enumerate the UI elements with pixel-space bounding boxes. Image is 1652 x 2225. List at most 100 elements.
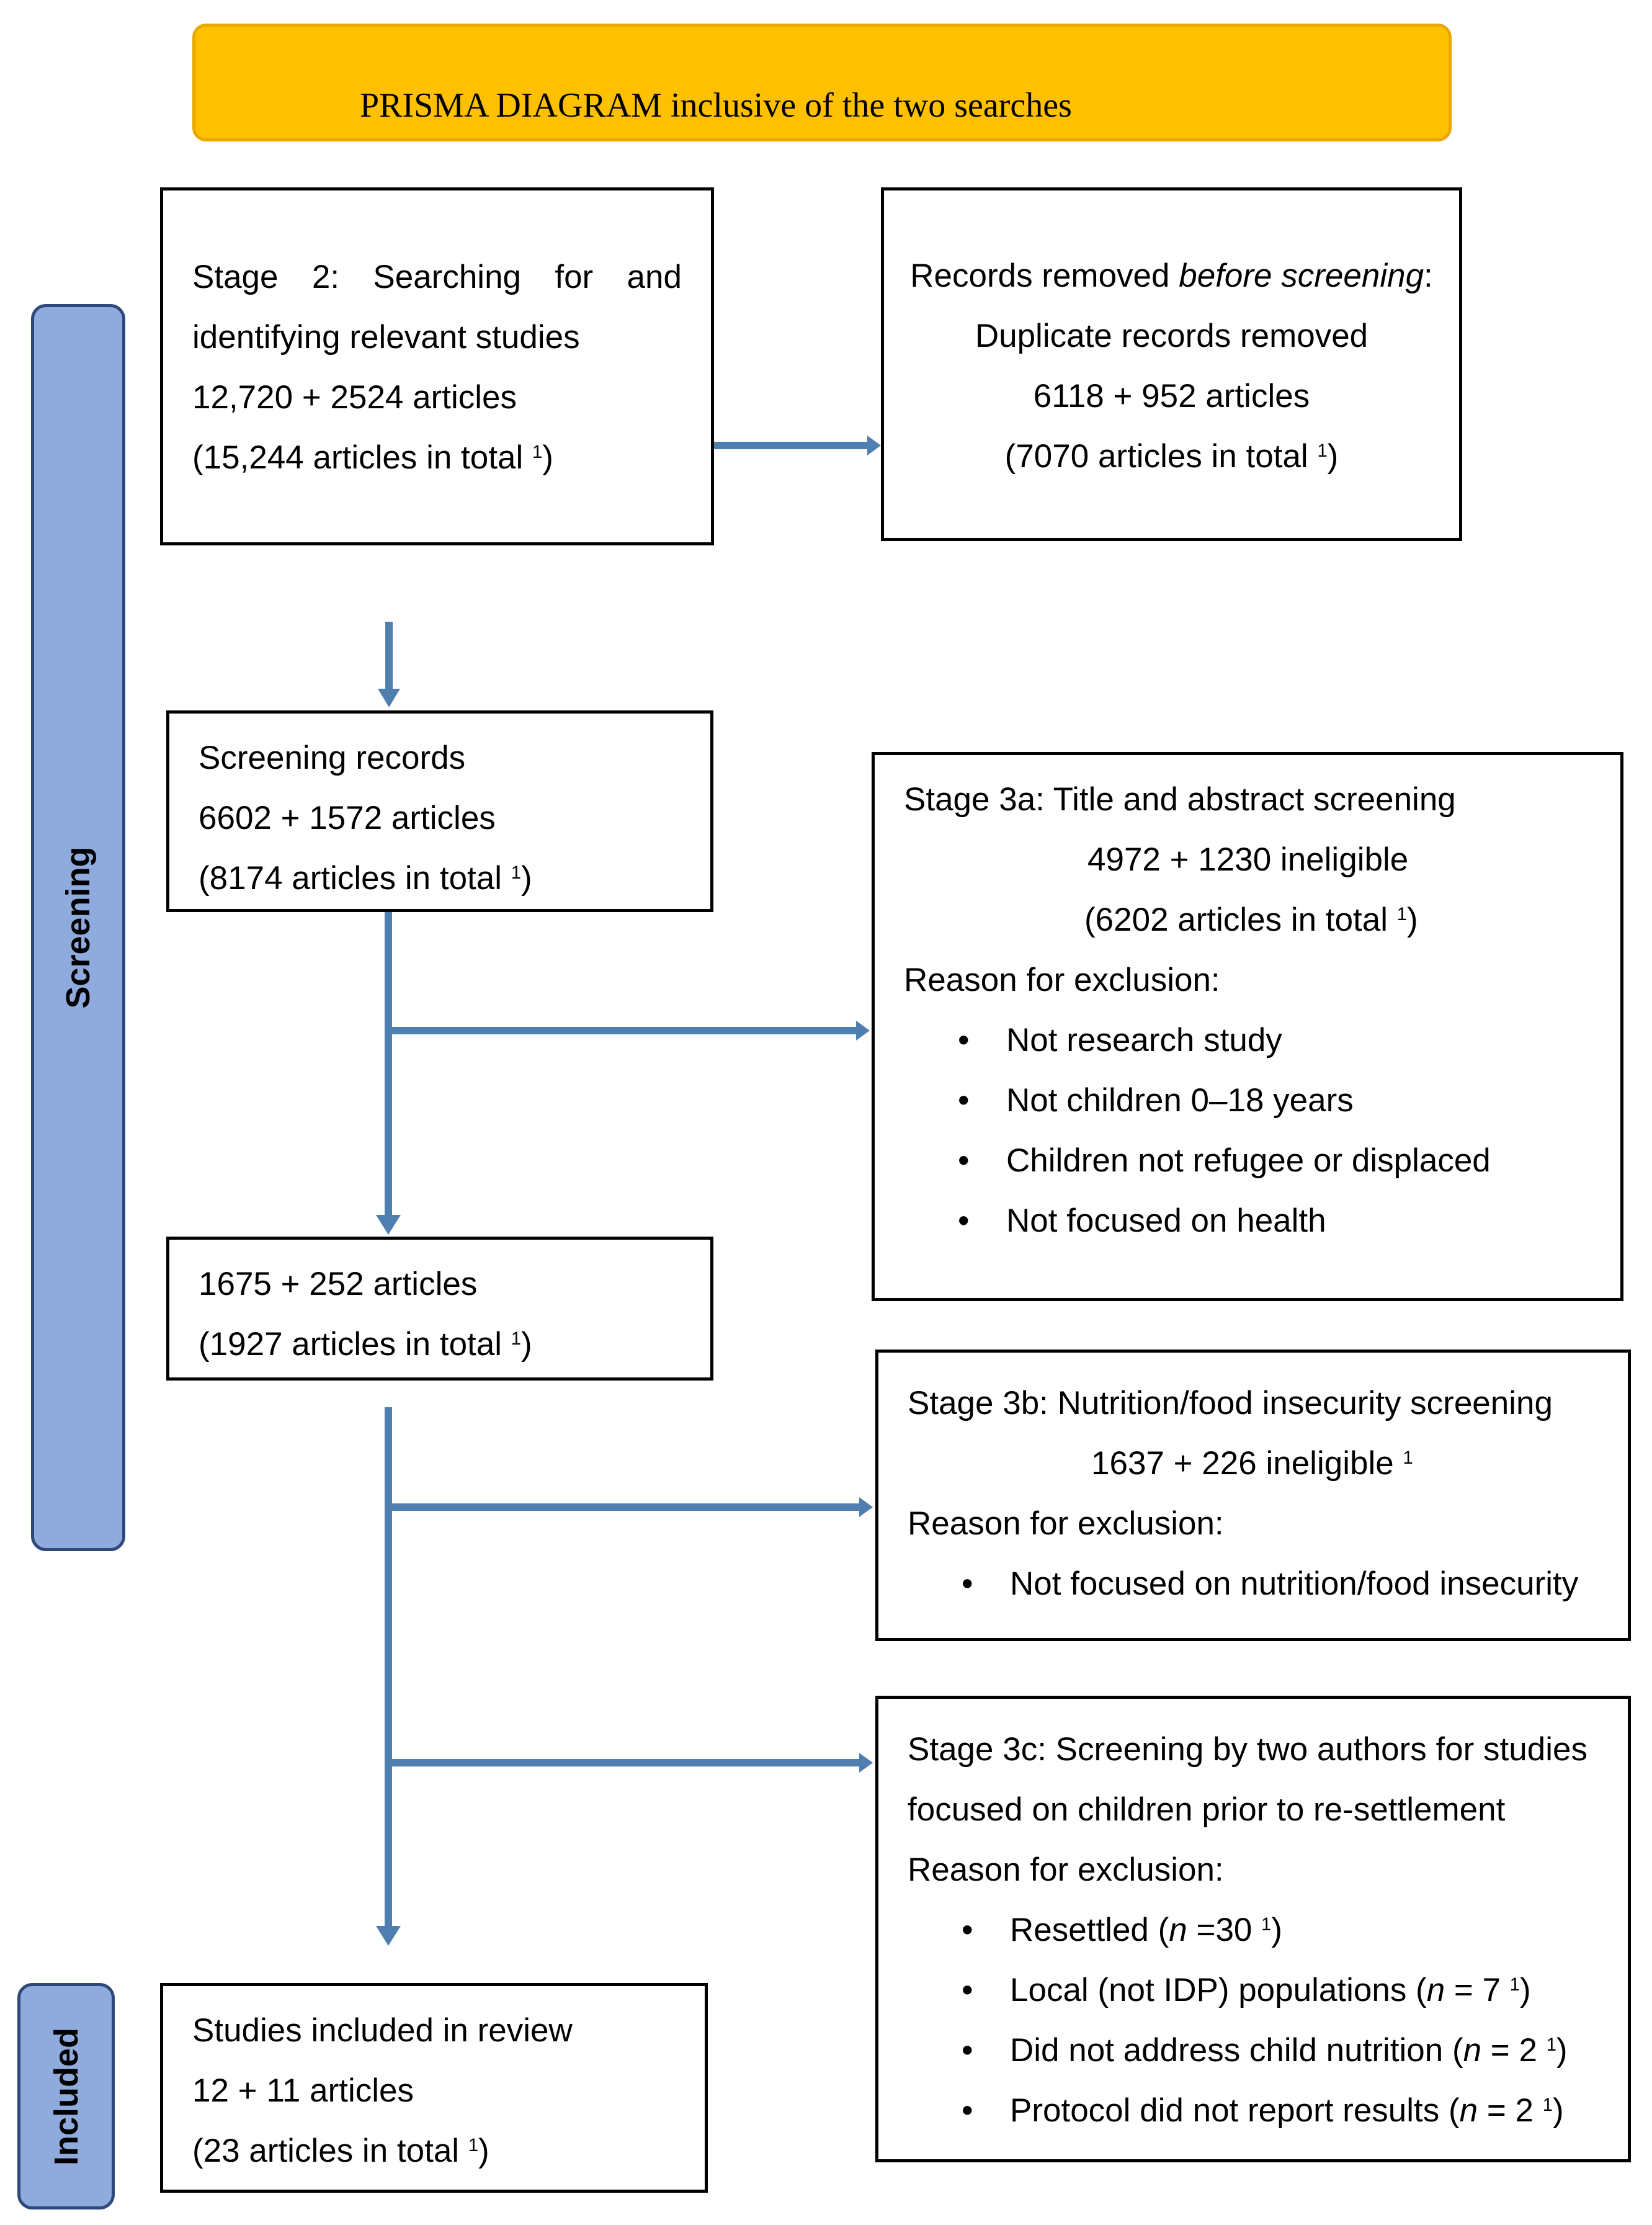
stage3b-footnote-marker: 1 [1403, 1448, 1413, 1468]
stage3c-b1-count: =30 [1187, 1912, 1262, 1948]
stage3a-close-paren: ) [1406, 902, 1418, 938]
removed-line2: Duplicate records removed [975, 318, 1368, 354]
stage2-box: Stage 2: Searching for and identifying r… [160, 187, 714, 545]
removed-line1-emphasis: before screening [1179, 257, 1424, 294]
stage3c-reason: Reason for exclusion: [908, 1851, 1224, 1888]
trunk-screening-to-after3a [385, 911, 392, 1216]
stage2-line3: 12,720 + 2524 articles [192, 379, 517, 416]
stage3c-b1-footnote: 1 [1261, 1914, 1272, 1935]
arrowhead-down-to-screening [378, 689, 400, 707]
arrowhead-to-stage3c [859, 1753, 873, 1773]
screening-close-paren: ) [520, 860, 532, 897]
stage3a-total-text: (6202 articles in total [1084, 902, 1397, 938]
removed-close-paren: ) [1327, 438, 1339, 475]
stage3c-b4-close: ) [1552, 2092, 1564, 2129]
stage3c-bullet-1: Resettled (n =30 1) [962, 1912, 1628, 1954]
stage3a-line2: 4972 + 1230 ineligible [1087, 841, 1409, 878]
stage3c-line1: Stage 3c: Screening by two authors for s… [908, 1731, 1587, 1768]
stage2-word-3: Searching [373, 259, 522, 295]
arrowhead-stage2-to-removed [867, 436, 881, 455]
stage3c-box: Stage 3c: Screening by two authors for s… [875, 1696, 1631, 2162]
stage3a-box: Stage 3a: Title and abstract screening 4… [872, 752, 1623, 1301]
stage3c-b1-text: Resettled ( [1010, 1912, 1169, 1948]
stage3c-b4-n: n [1459, 2092, 1478, 2129]
screening-line2: 6602 + 1572 articles [199, 800, 496, 836]
stage2-line4: (15,244 articles in total 1) [192, 439, 711, 481]
stage3c-b3-footnote: 1 [1546, 2035, 1556, 2055]
stage3b-line1: Stage 3b: Nutrition/food insecurity scre… [908, 1385, 1553, 1421]
included-line3: (23 articles in total 1) [192, 2133, 705, 2175]
stage2-word-2: 2: [311, 259, 340, 295]
stage3a-bullet-2: Not children 0–18 years [958, 1082, 1620, 1119]
stage3a-line1: Stage 3a: Title and abstract screening [904, 781, 1456, 818]
stage3a-line3: (6202 articles in total 1) [1084, 902, 1620, 944]
arrow-down-to-screening [385, 622, 393, 690]
stage3b-line2: 1637 + 226 ineligible 1 [1091, 1445, 1628, 1487]
trunk-after3a-to-included [385, 1407, 392, 1927]
included-total-text: (23 articles in total [192, 2133, 468, 2169]
after3a-close-paren: ) [520, 1326, 532, 1363]
stage2-word-4: for [555, 259, 594, 295]
stage2-word-1: Stage [192, 259, 279, 295]
arrow-stage2-to-removed [713, 442, 868, 449]
included-phase-bar: Included [17, 1983, 115, 2209]
removed-footnote-marker: 1 [1317, 441, 1328, 461]
branch-to-stage3a [392, 1027, 857, 1034]
branch-to-stage3b [392, 1503, 860, 1511]
stage3c-b3-text: Did not address child nutrition ( [1010, 2032, 1463, 2069]
stage3a-footnote-marker: 1 [1396, 904, 1407, 924]
screening-line3: (8174 articles in total 1) [199, 860, 710, 902]
screening-footnote-marker: 1 [511, 862, 521, 883]
stage3a-bullet-1: Not research study [958, 1022, 1620, 1059]
removed-line1-a: Records removed [910, 257, 1179, 294]
removed-line3: 6118 + 952 articles [1033, 378, 1310, 414]
stage3a-reason: Reason for exclusion: [904, 962, 1220, 998]
removed-total-text: (7070 articles in total [1004, 438, 1318, 475]
stage3c-b3-count: = 2 [1481, 2032, 1547, 2069]
stage2-footnote-marker: 1 [532, 442, 543, 462]
stage3b-ineligible-text: 1637 + 226 ineligible [1091, 1445, 1403, 1482]
after3a-line2: (1927 articles in total 1) [199, 1326, 710, 1368]
after3a-line1: 1675 + 252 articles [199, 1266, 478, 1302]
after-stage3a-box: 1675 + 252 articles (1927 articles in to… [166, 1237, 713, 1381]
stage3c-bullet-2: Local (not IDP) populations (n = 7 1) [962, 1972, 1628, 2014]
stage3c-b4-count: = 2 [1478, 2092, 1543, 2129]
arrowhead-to-stage3b [859, 1497, 873, 1517]
after3a-footnote-marker: 1 [511, 1328, 521, 1349]
included-studies-box: Studies included in review 12 + 11 artic… [160, 1983, 708, 2193]
branch-to-stage3c [392, 1759, 860, 1766]
stage3b-box: Stage 3b: Nutrition/food insecurity scre… [875, 1350, 1631, 1641]
arrowhead-down-to-included [376, 1926, 401, 1946]
included-footnote-marker: 1 [468, 2135, 479, 2156]
removed-line4: (7070 articles in total 1) [884, 438, 1459, 480]
included-line1: Studies included in review [192, 2012, 573, 2049]
stage2-line2: identifying relevant studies [192, 319, 580, 356]
included-close-paren: ) [478, 2133, 489, 2169]
removed-line1-colon: : [1424, 257, 1433, 294]
stage2-total-text: (15,244 articles in total [192, 439, 532, 476]
stage3c-b2-n: n [1426, 1972, 1445, 2008]
stage3c-b2-close: ) [1520, 1972, 1531, 2008]
stage3c-bullet-3: Did not address child nutrition (n = 2 1… [962, 2032, 1628, 2074]
stage3c-bullet-4: Protocol did not report results (n = 2 1… [962, 2092, 1628, 2134]
stage3a-bullet-3: Children not refugee or displaced [958, 1142, 1620, 1180]
screening-total-text: (8174 articles in total [199, 860, 511, 897]
title-banner: PRISMA DIAGRAM inclusive of the two sear… [192, 24, 1452, 141]
stage2-word-5: and [627, 259, 682, 295]
stage3c-line2: focused on children prior to re-settleme… [908, 1791, 1506, 1828]
after3a-total-text: (1927 articles in total [199, 1326, 511, 1363]
stage3b-bullet-1: Not focused on nutrition/food insecurity [962, 1565, 1628, 1603]
diagram-title: PRISMA DIAGRAM inclusive of the two sear… [360, 86, 1072, 125]
removed-line1: Records removed before screening: [884, 257, 1459, 295]
stage3c-b4-text: Protocol did not report results ( [1010, 2092, 1460, 2129]
stage3a-bullet-4: Not focused on health [958, 1202, 1620, 1240]
screening-records-box: Screening records 6602 + 1572 articles (… [166, 710, 713, 912]
stage3c-b2-text: Local (not IDP) populations ( [1010, 1972, 1427, 2008]
arrowhead-down-to-after3a [376, 1215, 401, 1235]
stage3c-b2-count: = 7 [1445, 1972, 1510, 2008]
stage3c-b4-footnote: 1 [1542, 2095, 1553, 2115]
screening-line1: Screening records [199, 740, 466, 776]
included-line2: 12 + 11 articles [192, 2072, 414, 2109]
stage3c-b3-close: ) [1556, 2032, 1568, 2069]
